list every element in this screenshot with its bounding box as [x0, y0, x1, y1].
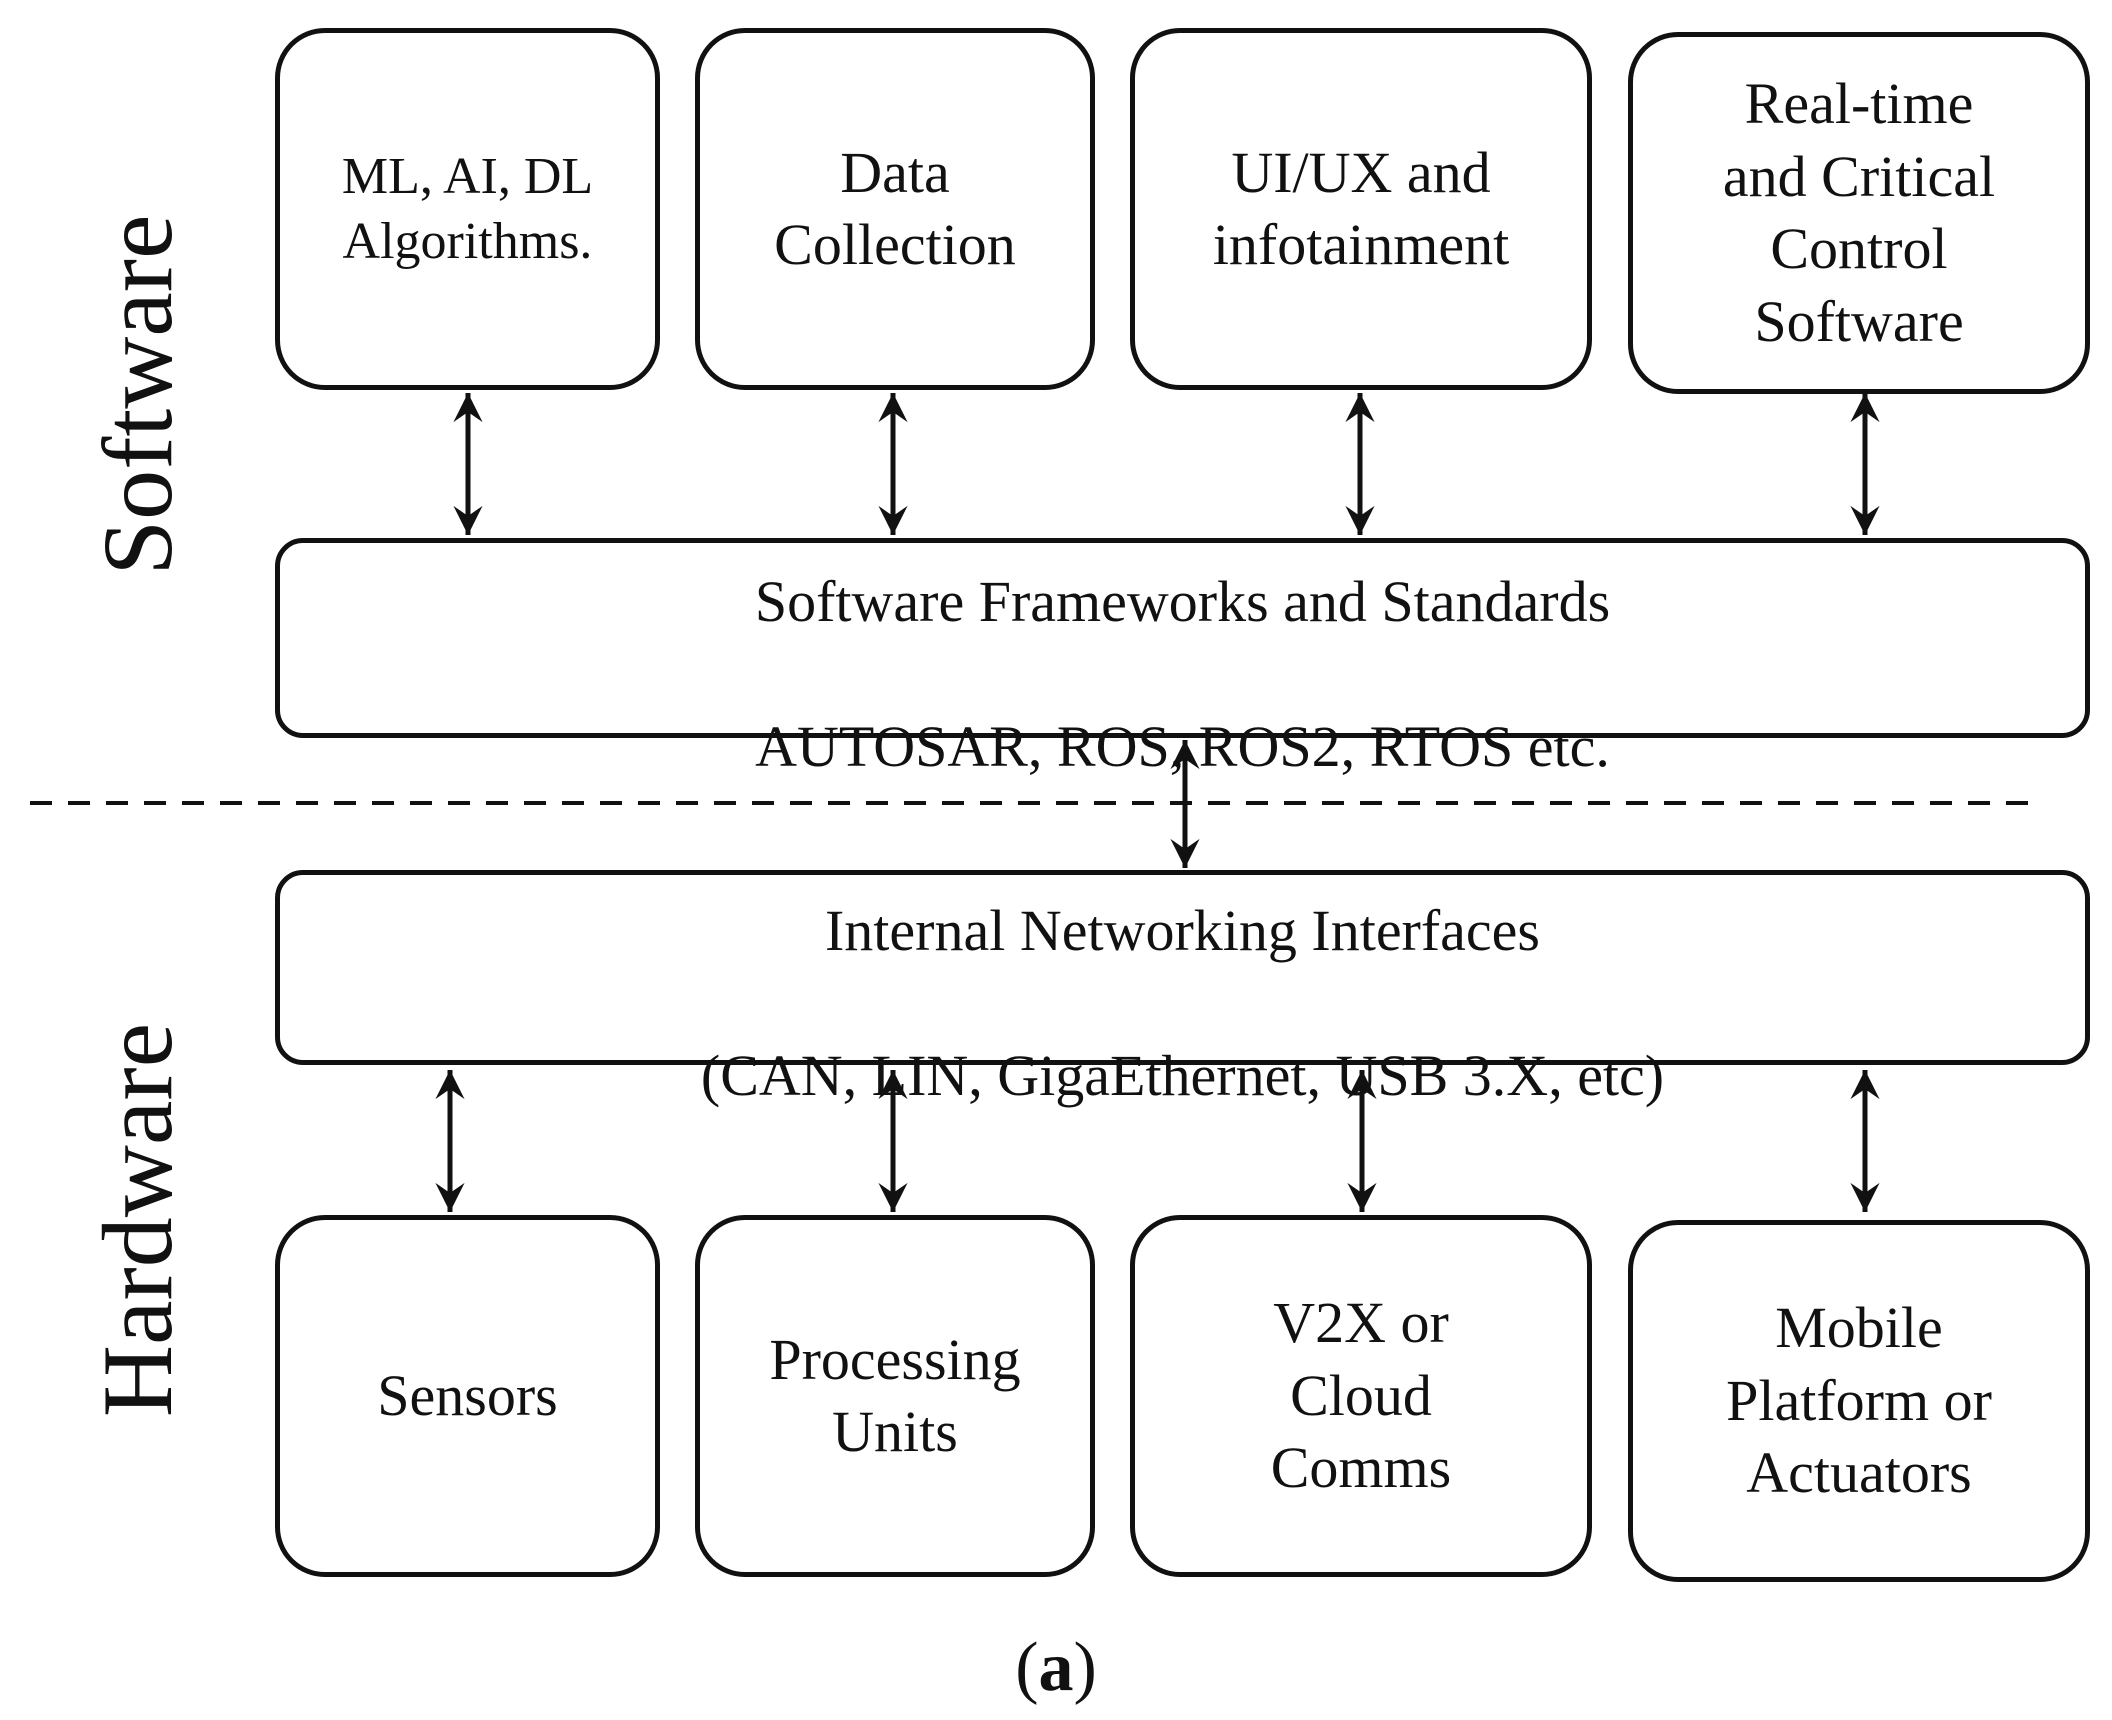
mobile-platform-box: Mobile Platform or Actuators — [1628, 1220, 2090, 1582]
processing-units-box: Processing Units — [695, 1215, 1095, 1577]
sensors-label: Sensors — [377, 1362, 558, 1428]
caption-letter: a — [1038, 1629, 1074, 1706]
networking-title: Internal Networking Interfaces — [824, 898, 1540, 963]
caption-close-paren: ) — [1073, 1629, 1097, 1706]
caption-open-paren: ( — [1015, 1629, 1039, 1706]
networking-label: Internal Networking Interfaces (CAN, LIN… — [701, 823, 1664, 1113]
v2x-cloud-comms-box: V2X or Cloud Comms — [1130, 1215, 1592, 1577]
frameworks-title: Software Frameworks and Standards — [754, 568, 1611, 634]
realtime-control-label: Real-time and Critical Control Software — [1722, 71, 1996, 354]
realtime-control-box: Real-time and Critical Control Software — [1628, 32, 2090, 394]
software-side-label: Software — [82, 214, 193, 576]
networking-box: Internal Networking Interfaces (CAN, LIN… — [275, 870, 2090, 1108]
ml-ai-dl-label: ML, AI, DL Algorithms. — [341, 148, 594, 270]
frameworks-label: Software Frameworks and Standards AUTOSA… — [755, 493, 1610, 783]
mobile-platform-label: Mobile Platform or Actuators — [1726, 1295, 1992, 1506]
ui-ux-infotainment-label: UI/UX and infotainment — [1212, 139, 1510, 278]
processing-units-label: Processing Units — [769, 1326, 1021, 1465]
sensors-box: Sensors — [275, 1215, 660, 1577]
ui-ux-infotainment-box: UI/UX and infotainment — [1130, 28, 1592, 390]
networking-protocols-list: (CAN, LIN, GigaEthernet, USB 3.X, etc) — [700, 1043, 1665, 1108]
figure-caption: (a) — [1015, 1628, 1097, 1708]
frameworks-box: Software Frameworks and Standards AUTOSA… — [275, 538, 2090, 779]
v2x-cloud-comms-label: V2X or Cloud Comms — [1270, 1290, 1452, 1501]
hardware-side-label: Hardware — [82, 1022, 193, 1418]
data-collection-label: Data Collection — [774, 139, 1016, 278]
frameworks-standards-list: AUTOSAR, ROS, ROS2, RTOS etc. — [755, 713, 1610, 779]
data-collection-box: Data Collection — [695, 28, 1095, 390]
ml-ai-dl-box: ML, AI, DL Algorithms. — [275, 28, 660, 390]
